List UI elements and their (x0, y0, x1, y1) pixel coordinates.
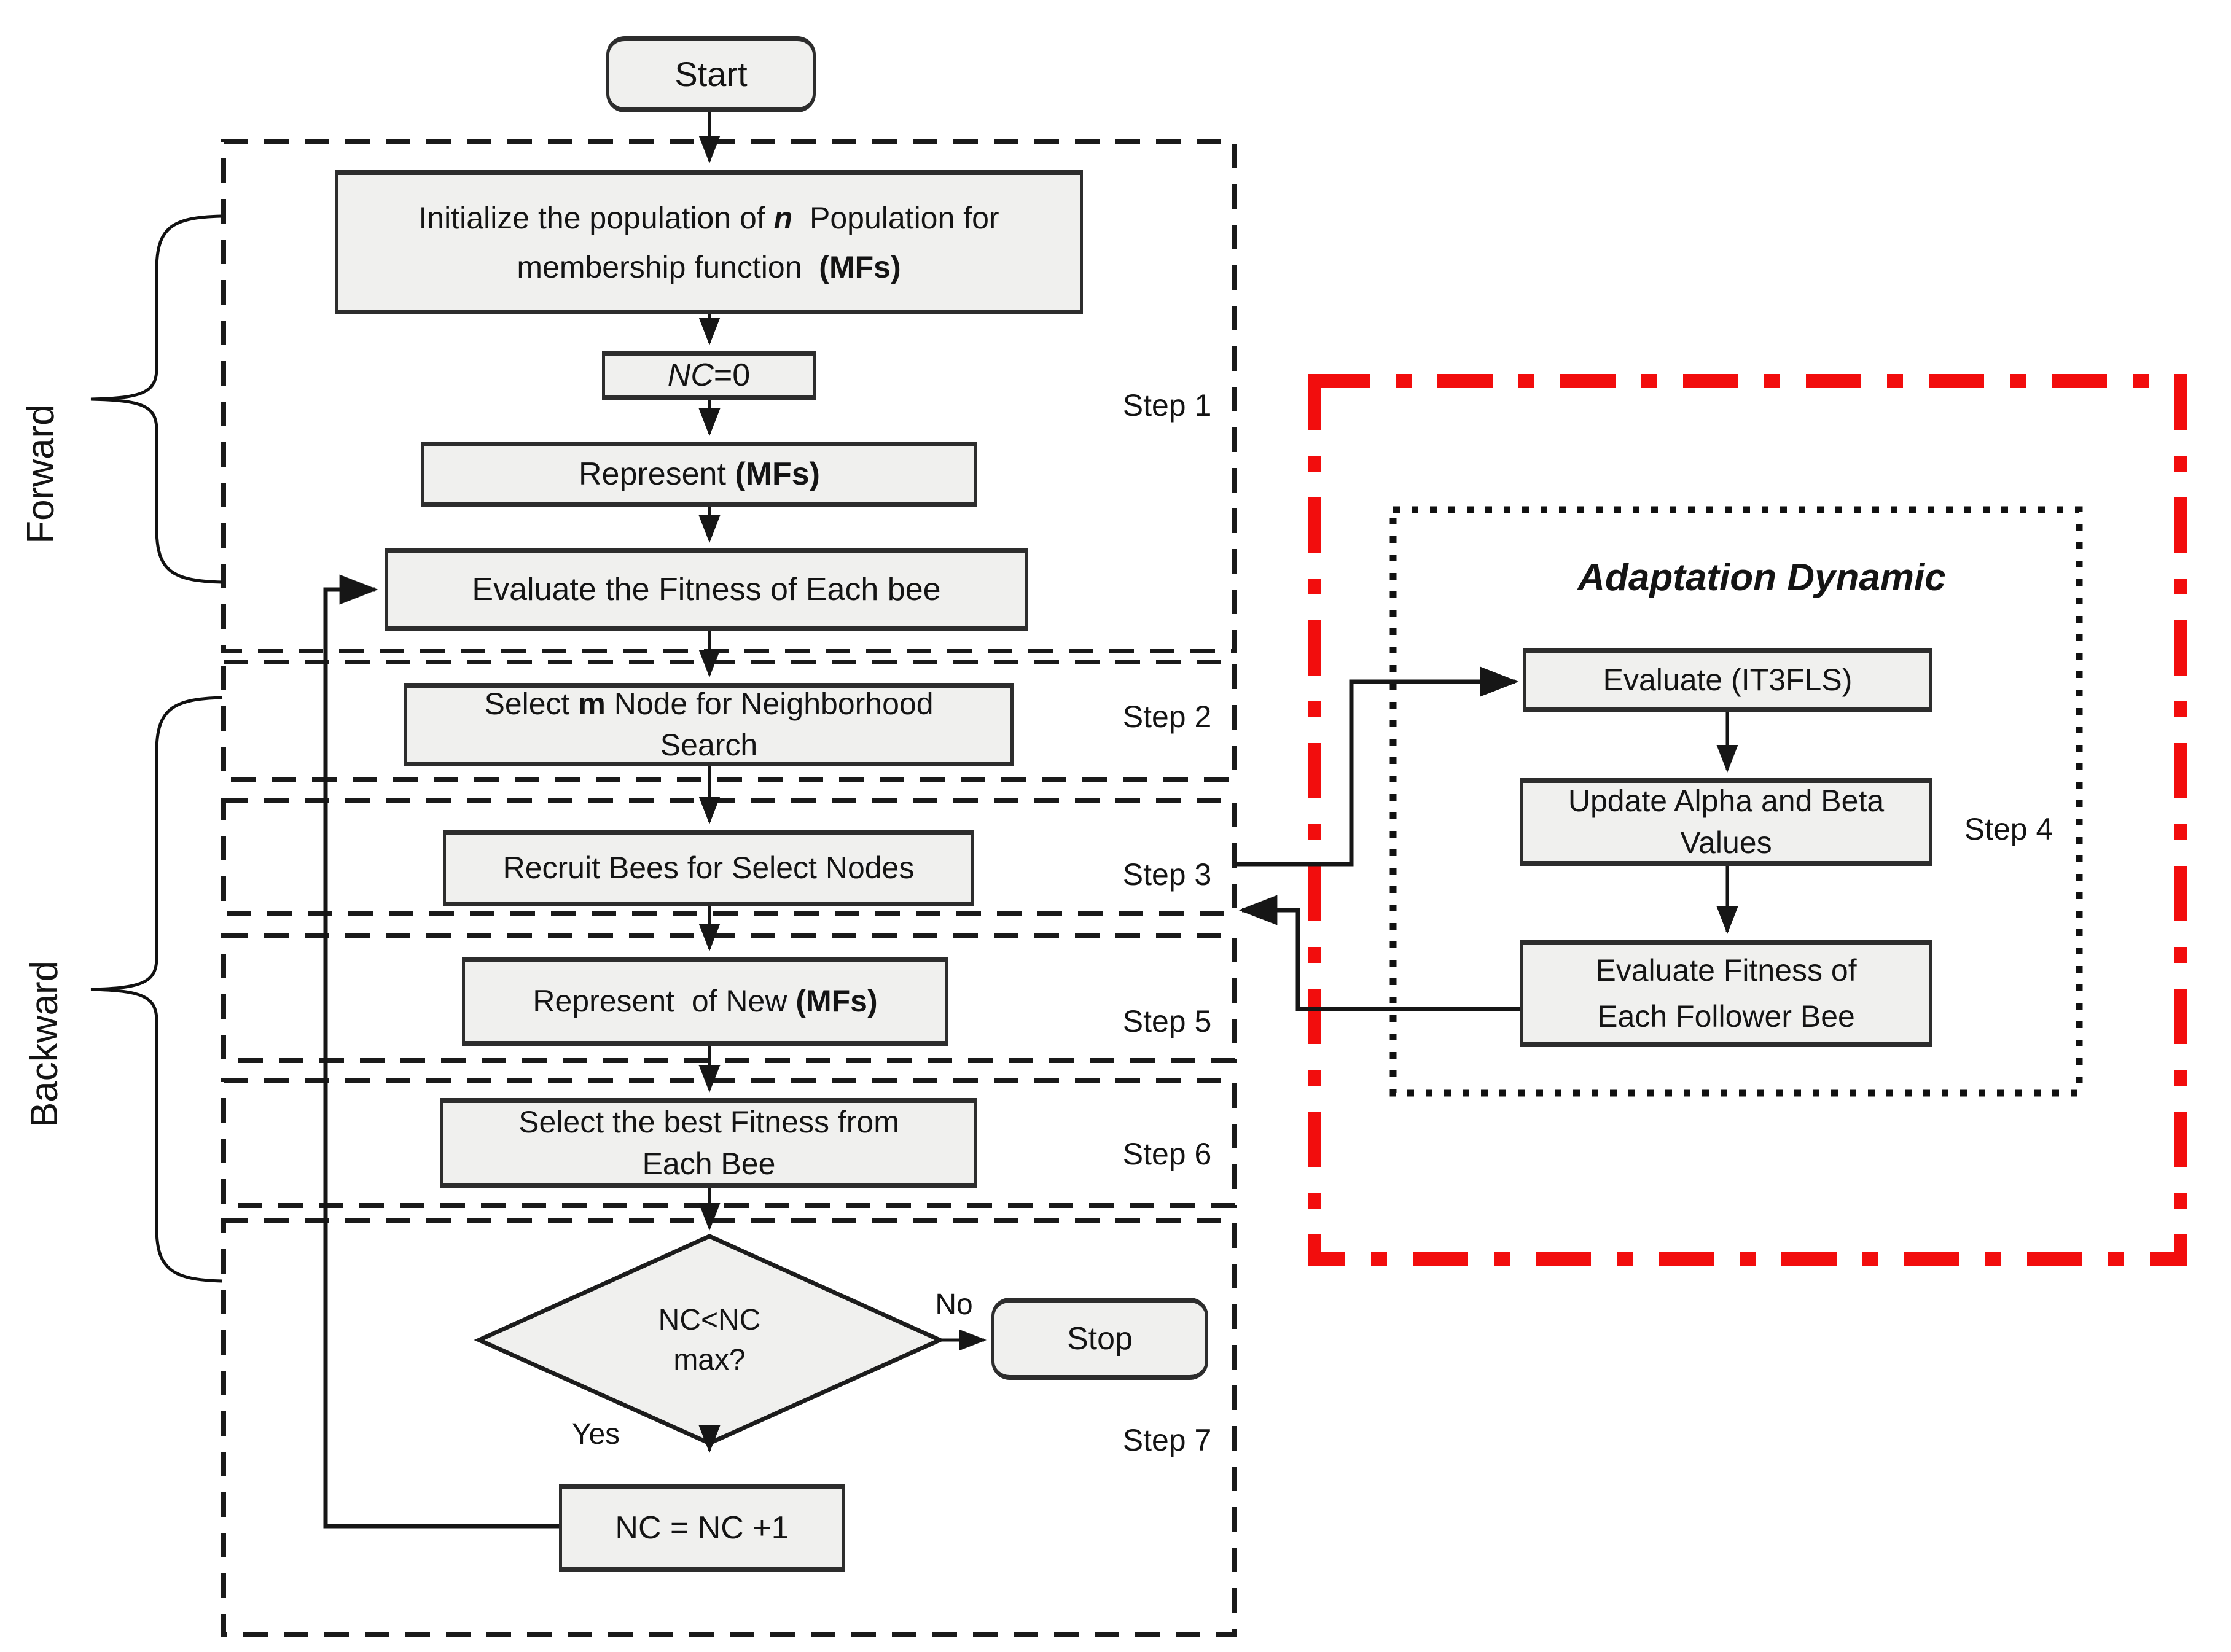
routing-connectors (323, 574, 1520, 1529)
adaptation-red-frame (1308, 374, 2187, 1266)
start-label: Start (674, 55, 748, 94)
backward-phase-label: Backward (23, 960, 66, 1128)
update-alpha-beta-node: Update Alpha and Beta Values (1520, 778, 1932, 866)
yes-edge-label: Yes (571, 1417, 620, 1451)
forward-phase-label: Forward (19, 404, 62, 544)
represent-line: Represent (MFs) (579, 453, 820, 496)
select-m-node: Select m Node for Neighborhood Search (404, 683, 1014, 766)
step-bands (221, 139, 1237, 1637)
represent-node: Represent (MFs) (421, 442, 977, 507)
select-m-m: m (578, 686, 606, 721)
step-6-label: Step 6 (1122, 1137, 1212, 1171)
start-node: Start (606, 36, 816, 112)
connector-step3-to-it3fls (1235, 666, 1519, 867)
initialize-text2: Population for (792, 200, 999, 235)
evaluate-follower-line1: Evaluate Fitness of (1595, 953, 1857, 988)
step2-band (221, 660, 1237, 782)
adaptation-dotted-box (1389, 506, 2083, 1097)
step-7-label: Step 7 (1122, 1423, 1212, 1457)
nc0-eq0: =0 (713, 357, 751, 393)
stop-label: Stop (1067, 1320, 1133, 1357)
step5-band (221, 933, 1237, 1063)
step-1-label: Step 1 (1122, 388, 1212, 423)
initialize-node: Initialize the population of n Populatio… (335, 170, 1083, 314)
decision-line2: max? (673, 1343, 746, 1376)
nc0-line: NC=0 (668, 354, 750, 397)
step7-band (221, 1218, 1237, 1637)
select-m-line2: Search (660, 728, 758, 762)
update-alpha-beta-line1: Update Alpha and Beta (1568, 784, 1885, 818)
represent-text: Represent (578, 456, 735, 492)
flow-arrows (698, 112, 1738, 1454)
step6-band (221, 1078, 1237, 1208)
update-alpha-beta-line2: Values (1680, 825, 1772, 860)
recruit-bees-node: Recruit Bees for Select Nodes (443, 830, 974, 906)
select-m-line1: Select m Node for Neighborhood (484, 684, 933, 725)
loop-ncinc-to-evaluate (323, 574, 559, 1529)
nc-increment-label: NC = NC +1 (615, 1510, 789, 1546)
step3-band (221, 798, 1237, 916)
represent-new-node: Represent of New (MFs) (462, 957, 948, 1046)
adaptation-title: Adaptation Dynamic (1577, 556, 1946, 599)
represent-new-line: Represent of New (MFs) (533, 981, 877, 1023)
step-5-label: Step 5 (1122, 1004, 1212, 1038)
represent-mfs: (MFs) (735, 456, 820, 492)
select-m-text: Select (484, 686, 579, 721)
evaluate-it3fls-node: Evaluate (IT3FLS) (1523, 648, 1932, 712)
no-edge-label: No (935, 1288, 973, 1321)
initialize-line2: membership function (MFs) (517, 243, 901, 292)
evaluate-fitness-node: Evaluate the Fitness of Each bee (385, 548, 1028, 631)
initialize-mfs: (MFs) (819, 249, 901, 284)
initialize-text3: membership function (517, 249, 819, 284)
select-m-text2: Node for Neighborhood (605, 686, 934, 721)
connector-follower-to-step3 (1238, 895, 1520, 1011)
step1-band (221, 139, 1237, 653)
backward-brace (90, 696, 223, 1283)
phase-braces (90, 214, 223, 1283)
recruit-bees-label: Recruit Bees for Select Nodes (502, 850, 915, 885)
nc0-nc: NC (667, 357, 714, 393)
select-best-line1: Select the best Fitness from (518, 1105, 899, 1139)
evaluate-follower-line2: Each Follower Bee (1597, 999, 1855, 1034)
initialize-line1: Initialize the population of n Populatio… (418, 193, 999, 243)
forward-brace (90, 214, 223, 584)
represent-new-text: Represent of New (533, 983, 796, 1018)
stop-node: Stop (991, 1298, 1208, 1380)
select-best-node: Select the best Fitness from Each Bee (440, 1098, 977, 1188)
initialize-text: Initialize the population of (418, 200, 774, 235)
step-3-label: Step 3 (1122, 857, 1212, 892)
nc0-node: NC=0 (602, 351, 816, 400)
evaluate-it3fls-label: Evaluate (IT3FLS) (1603, 662, 1853, 697)
step-4-label: Step 4 (1964, 812, 2053, 846)
decision-line1: NC<NC (658, 1303, 761, 1336)
evaluate-follower-node: Evaluate Fitness of Each Follower Bee (1520, 940, 1932, 1047)
decision-label: NC<NC max? (587, 1296, 832, 1385)
represent-new-mfs: (MFs) (795, 983, 878, 1018)
select-best-line2: Each Bee (642, 1146, 776, 1181)
step-2-label: Step 2 (1122, 699, 1212, 734)
evaluate-fitness-label: Evaluate the Fitness of Each bee (472, 571, 941, 607)
nc-increment-node: NC = NC +1 (559, 1484, 845, 1572)
initialize-n: n (773, 200, 793, 235)
